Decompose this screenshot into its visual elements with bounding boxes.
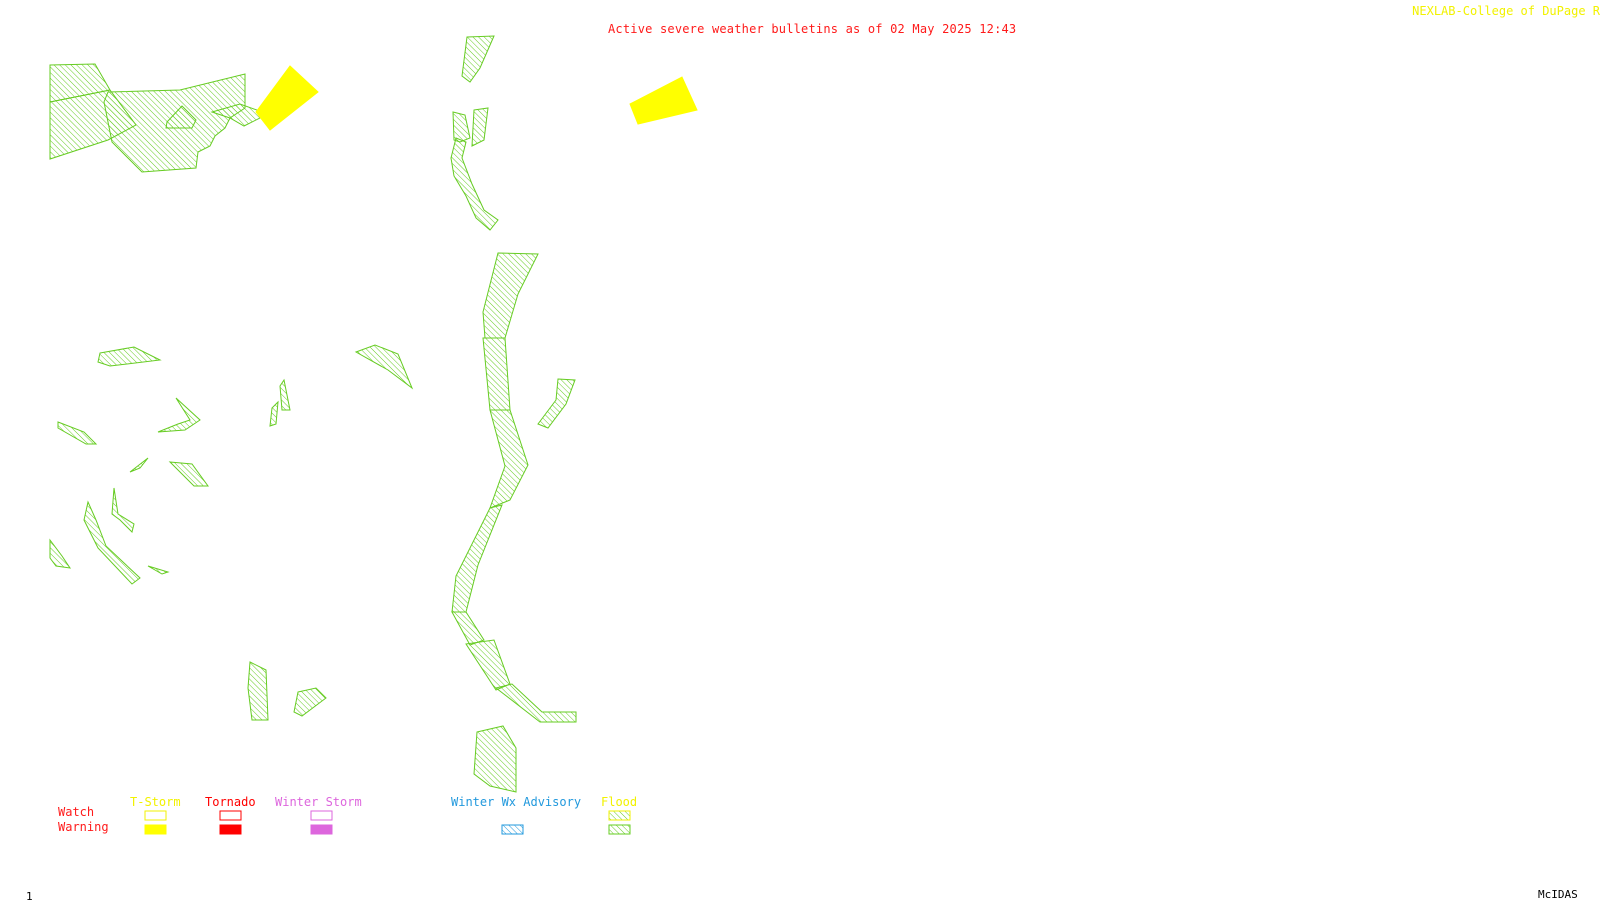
mcidas-brand: McIDAS bbox=[1538, 888, 1578, 900]
legend-winter-storm-watch-swatch bbox=[310, 810, 333, 821]
legend-watch-label: Watch bbox=[58, 805, 94, 819]
flood-area bbox=[451, 611, 485, 646]
flood-area bbox=[279, 378, 291, 411]
legend-flood-watch-swatch bbox=[608, 810, 631, 821]
flood-area bbox=[269, 400, 279, 427]
legend-winter-wx-advisory-label: Winter Wx Advisory bbox=[451, 795, 581, 809]
flood-area bbox=[450, 137, 499, 231]
flood-area bbox=[489, 409, 529, 509]
flood-area bbox=[111, 487, 135, 533]
legend-tornado-warning-swatch bbox=[219, 824, 242, 835]
flood-area bbox=[354, 344, 414, 390]
legend-flood-warning-swatch bbox=[608, 824, 631, 835]
tstorm-warning-areas bbox=[255, 65, 698, 131]
legend-tstorm-watch-swatch bbox=[144, 810, 167, 821]
legend-tornado-watch-swatch bbox=[219, 810, 242, 821]
flood-area bbox=[537, 378, 576, 429]
flood-area bbox=[451, 504, 503, 613]
flood-area bbox=[49, 538, 72, 569]
flood-area bbox=[494, 683, 577, 723]
legend-warning-label: Warning bbox=[58, 820, 109, 834]
flood-area bbox=[83, 500, 141, 585]
tstorm-warning-area bbox=[255, 65, 319, 131]
flood-area bbox=[168, 461, 209, 487]
flood-area bbox=[293, 687, 327, 717]
flood-area bbox=[97, 346, 162, 367]
source-credit: NEXLAB-College of DuPage R bbox=[1412, 4, 1600, 18]
flood-area bbox=[210, 103, 270, 127]
legend-winter-storm-warning-swatch bbox=[310, 824, 333, 835]
legend-flood-label: Flood bbox=[601, 795, 637, 809]
legend-winter-storm-label: Winter Storm bbox=[275, 795, 362, 809]
flood-area bbox=[471, 107, 489, 147]
bulletin-title: Active severe weather bulletins as of 02… bbox=[608, 22, 1017, 36]
flood-area bbox=[465, 639, 511, 691]
flood-area bbox=[482, 252, 539, 339]
legend-tstorm-warning-swatch bbox=[144, 824, 167, 835]
flood-area bbox=[165, 105, 197, 129]
flood-area bbox=[473, 725, 517, 793]
flood-area bbox=[482, 337, 511, 411]
tstorm-warning-area bbox=[629, 76, 698, 125]
flood-area bbox=[247, 661, 269, 721]
flood-area bbox=[147, 565, 170, 575]
legend-tstorm-label: T-Storm bbox=[130, 795, 181, 809]
flood-area bbox=[461, 35, 495, 83]
flood-warning-areas bbox=[49, 35, 577, 793]
legend-winter-wx-advisory-warning-swatch bbox=[501, 824, 524, 835]
frame-number: 1 bbox=[26, 890, 33, 900]
flood-area bbox=[129, 457, 149, 473]
flood-area bbox=[452, 111, 471, 143]
flood-area bbox=[157, 397, 201, 433]
flood-area bbox=[57, 421, 98, 445]
legend-tornado-label: Tornado bbox=[205, 795, 256, 809]
